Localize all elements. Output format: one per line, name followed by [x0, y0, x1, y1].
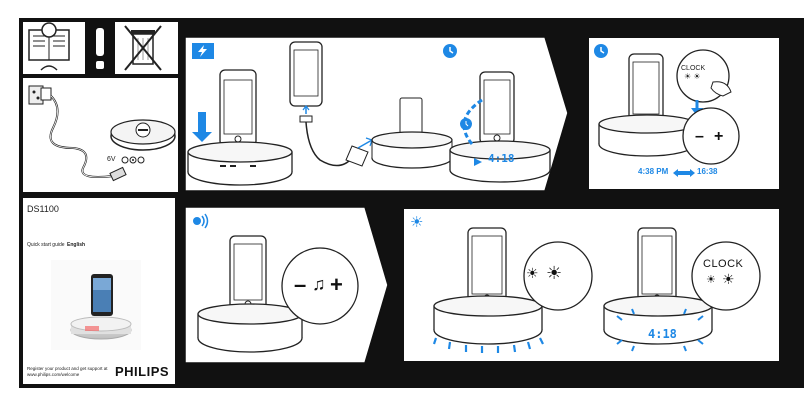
- clock-sun-bright-icon: ☀: [722, 271, 735, 287]
- clock-setting-illustration: [598, 49, 740, 165]
- power-adapter-illustration: [28, 85, 176, 182]
- polarity-symbol-icon: [121, 156, 145, 164]
- warning-exclamation-icon: [85, 22, 115, 74]
- speaker-volume-icon: [193, 213, 209, 229]
- clock-minus: –: [695, 128, 704, 145]
- brightness-time-display: 4:18: [648, 327, 677, 341]
- music-note-icon: ♫: [312, 274, 326, 294]
- clock-sun-dim-icon: ☀: [706, 274, 716, 286]
- double-arrow-icon: [673, 169, 695, 177]
- recycle-bin-crossed-icon: [124, 25, 162, 71]
- model-name: DS1100: [27, 204, 59, 214]
- power-panel: 6V: [23, 78, 178, 192]
- clock-button-label: CLOCK: [681, 65, 706, 72]
- cover-panel: DS1100 Quick start guide English Registe…: [23, 198, 175, 384]
- clock-panel: [588, 37, 780, 190]
- register-line-1: Register your product and get support at: [27, 366, 108, 371]
- guide-title: Quick start guide: [27, 242, 65, 248]
- register-line-2: www.philips.com/welcome: [27, 372, 80, 377]
- volume-minus: –: [294, 272, 307, 297]
- time-24h: 16:38: [697, 167, 718, 176]
- clock-icon: [443, 44, 457, 58]
- brightness-illustration: [432, 227, 761, 353]
- read-manual-icon: [28, 22, 70, 71]
- dock-illustration: [187, 41, 551, 186]
- volume-illustration: [197, 235, 359, 353]
- warning-panel: [23, 22, 178, 74]
- sun-icons-small: ☀ ☀: [684, 72, 701, 81]
- product-photo: [51, 260, 141, 350]
- clock-icon-2: [594, 44, 608, 58]
- dock-time-display: 4:18: [488, 152, 515, 165]
- clock-plus: +: [714, 128, 724, 145]
- brightness-sun-icon: ☀: [410, 214, 424, 231]
- guide-language: English: [67, 242, 86, 248]
- charging-battery-icon: [192, 43, 214, 59]
- volume-plus: +: [330, 272, 343, 297]
- brand-logo: PHILIPS: [115, 364, 170, 379]
- brightness-sun-dim-icon: ☀: [526, 265, 539, 281]
- voltage-label: 6V: [107, 156, 116, 163]
- brightness-clock-label: CLOCK: [703, 258, 744, 270]
- time-12h: 4:38 PM: [638, 167, 669, 176]
- brightness-sun-bright-icon: ☀: [546, 263, 563, 283]
